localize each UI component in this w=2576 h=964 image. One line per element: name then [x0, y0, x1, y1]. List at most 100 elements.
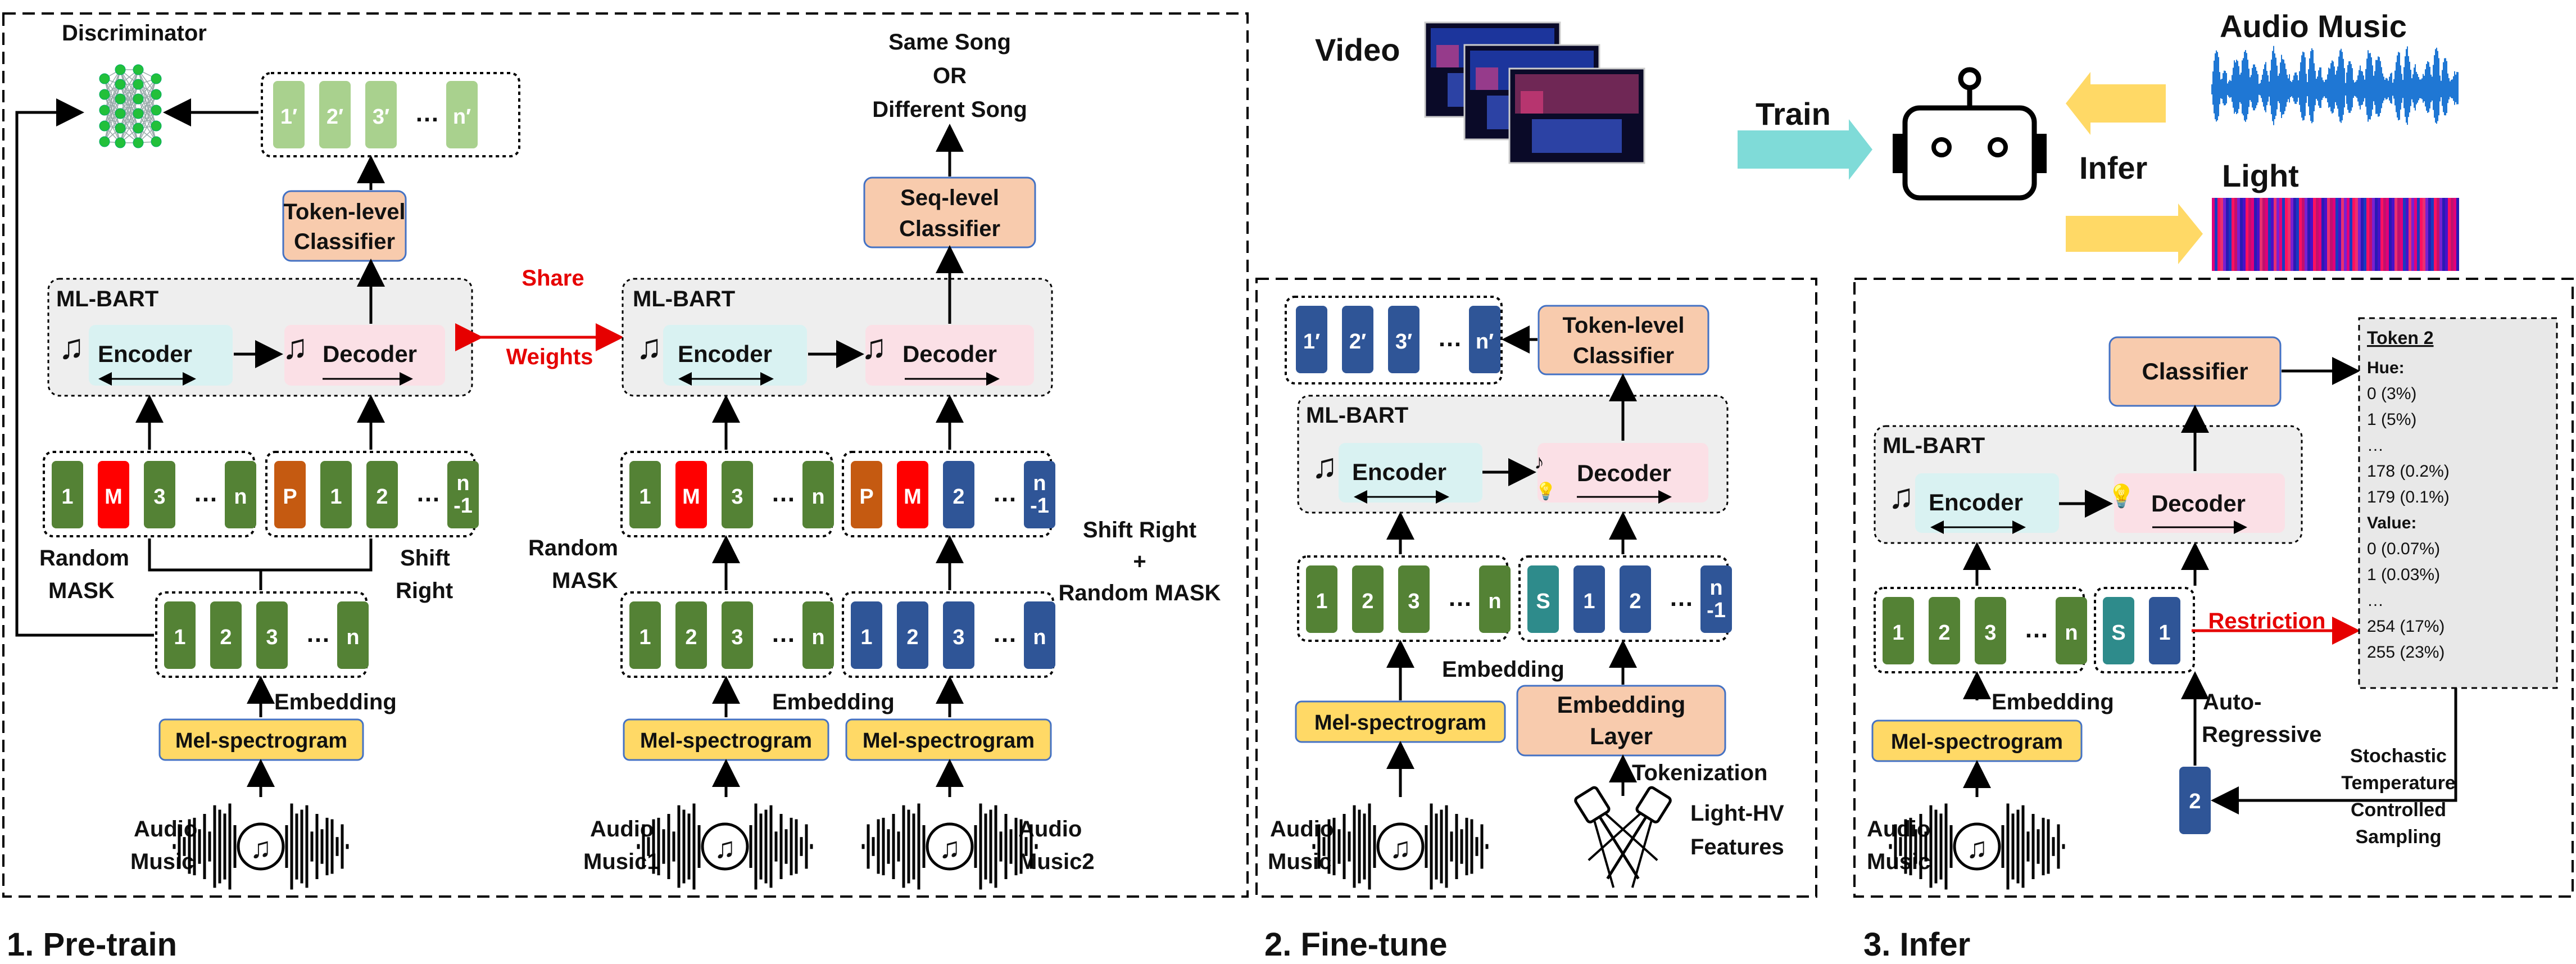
pt-output-token [319, 81, 351, 148]
auto-regressive-label-2: Regressive [2202, 722, 2321, 747]
decoder-label-infer: Decoder [2151, 490, 2246, 517]
ft-dec-token [1620, 565, 1651, 633]
pt-shifted2-token [897, 461, 928, 528]
pt-embed2-token [722, 601, 753, 669]
music-note-icon: ♫ [282, 328, 309, 366]
ft-dec-ellipsis: … [1669, 584, 1694, 612]
pt-output-token-label: 1′ [280, 105, 297, 129]
encoder-infer [1915, 473, 2059, 533]
pt-output-token-label: 3′ [373, 105, 389, 129]
token-distribution-title: Token 2 [2367, 328, 2434, 348]
pt-masked2-token-label: M [682, 485, 700, 509]
audio-music-label-1: Audio [134, 817, 197, 841]
inf-enc-token [2056, 597, 2087, 664]
discriminator-label: Discriminator [62, 21, 207, 46]
pt-masked1-token-label: M [105, 485, 123, 509]
token-level-classifier [282, 190, 407, 262]
pretrain-title: 1. Pre-train [7, 926, 177, 963]
music-to-light-icon: ♪ [1534, 450, 1544, 473]
ft-dec-token-label: 1 [1583, 590, 1595, 613]
inf-enc-token [1929, 597, 1960, 664]
svg-text:♫: ♫ [250, 832, 272, 865]
pt-masked1-token [144, 461, 175, 528]
seq-classifier-label-2: Classifier [899, 216, 1000, 241]
music-note-icon: ♫ [58, 328, 85, 366]
pt-embed1-token-label: 3 [266, 626, 278, 649]
ft-enc-token-label: n [1488, 590, 1501, 613]
light-features-label-2: Features [1690, 835, 1784, 859]
pt-masked1-token [52, 461, 83, 528]
pt-masked2-token-label: 3 [731, 485, 743, 509]
inf-enc-token [1975, 597, 2006, 664]
pt-shifted2-token [1024, 461, 1055, 528]
ft-dec-token-label: n-1 [1707, 576, 1726, 622]
sampling-arrow [2211, 688, 2457, 814]
mlbart-label-infer: ML-BART [1883, 433, 1985, 458]
music-note-icon: ♫ [1312, 447, 1338, 486]
mel-label-1: Mel-spectrogram [175, 729, 347, 753]
light-spectrum [2212, 198, 2459, 271]
decoder-label-ft: Decoder [1577, 460, 1671, 486]
pt-masked1-ellipsis: … [193, 479, 218, 507]
restriction-label: Restriction [2208, 609, 2326, 633]
pt-embed1-token [256, 601, 288, 669]
svg-text:♫: ♫ [714, 832, 736, 865]
audio-wave-icon: ♫ [173, 803, 349, 890]
light-bulb-icon: 💡 [2107, 483, 2135, 509]
encoder-label-infer: Encoder [1929, 489, 2023, 515]
pt-embed1-token-label: n [346, 626, 359, 649]
sampling-label-3: Controlled [2351, 799, 2446, 821]
share-weights-label-1: Share [521, 266, 584, 291]
light-features-label-1: Light-HV [1690, 801, 1784, 826]
tokenization-label: Tokenization [1632, 761, 1767, 785]
pt-embed2-token-label: n [811, 626, 824, 649]
train-arrow [1738, 119, 1872, 180]
mel-label-ft: Mel-spectrogram [1314, 711, 1486, 735]
ft-output-token-label: 1′ [1303, 330, 1320, 354]
inf-enc-token-label: 1 [1892, 621, 1904, 645]
ft-output-token-label: 3′ [1395, 330, 1412, 354]
inf-dec-token-label: S [2111, 621, 2125, 645]
pt-embed3-token-label: 3 [953, 626, 964, 649]
token-distribution-line: 255 (23%) [2367, 643, 2445, 662]
song-label-2: OR [933, 64, 967, 88]
pt-embed3-token-label: n [1033, 626, 1046, 649]
shift-right-mask-label-1: Shift Right [1083, 518, 1196, 542]
infer-arrow [2066, 203, 2203, 264]
infer-title: 3. Infer [1863, 926, 1970, 963]
pretrain-output-tokens [261, 72, 520, 157]
pt-masked2-token-label: 1 [639, 485, 651, 509]
embedding-label-ft: Embedding [1442, 657, 1564, 682]
mel-label-2: Mel-spectrogram [640, 729, 812, 753]
encoder-label-ft: Encoder [1352, 459, 1446, 485]
ft-dec-token [1700, 565, 1732, 633]
pt-embed2-ellipsis: … [771, 620, 796, 648]
decoder-ft [1538, 443, 1708, 503]
token-distribution-line: 179 (0.1%) [2367, 488, 2450, 506]
music-note-icon: ♫ [1888, 477, 1915, 516]
random-mask-label-2: MASK [48, 578, 115, 603]
ft-enc-token-label: 3 [1408, 590, 1419, 613]
svg-text:♫: ♫ [939, 832, 961, 865]
pt-embed3-token-label: 2 [906, 626, 918, 649]
pt-embed1-token [164, 601, 196, 669]
pt-masked2-token [675, 461, 707, 528]
ft-dec-token-label: S [1536, 590, 1550, 613]
ft-output-token-label: 2′ [1349, 330, 1366, 354]
pt-shifted2-token-label: n-1 [1030, 472, 1049, 518]
ft-enc-token-label: 2 [1362, 590, 1373, 613]
pt-masked2-token [802, 461, 834, 528]
ft-output-token [1469, 306, 1500, 373]
pt-output-token [273, 81, 305, 148]
pt-embed1-token [337, 601, 369, 669]
pt-masked1-token-label: 3 [153, 485, 165, 509]
train-label: Train [1756, 96, 1831, 132]
pt-masked1-token [225, 461, 256, 528]
decoder-2 [865, 325, 1034, 386]
token-distribution-line: Hue: [2367, 359, 2405, 377]
ft-enc-ellipsis: … [1448, 584, 1472, 612]
light-label: Light [2222, 158, 2299, 193]
pt-output-ellipsis: … [415, 99, 439, 127]
sampling-label-2: Temperature [2341, 772, 2455, 794]
pt-shifted2-token-label: P [859, 485, 873, 509]
